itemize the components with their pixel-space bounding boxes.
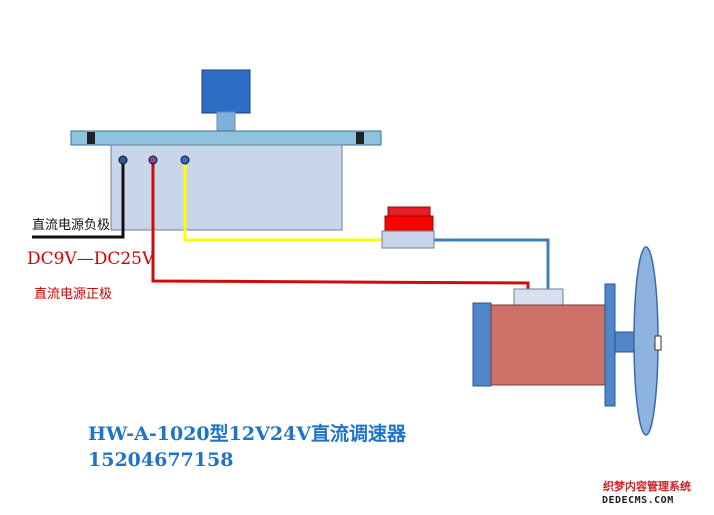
controller-body [110, 144, 343, 231]
rail-hole-left [87, 132, 95, 144]
knob-shaft [216, 111, 236, 133]
model-caption: HW-A-1020型12V24V直流调速器 [88, 423, 407, 445]
motor-shaft [614, 331, 636, 353]
blue-wire [433, 238, 550, 292]
switch-base [381, 230, 435, 249]
motor-body [490, 304, 606, 386]
rail-hole-right [356, 132, 364, 144]
negative-terminal-label: 直流电源负极 [32, 218, 111, 233]
voltage-range-label: DC9V—DC25V [27, 249, 155, 269]
phone-caption: 15204677158 [88, 449, 234, 471]
red-wire [151, 160, 530, 293]
terminal-black [118, 155, 128, 165]
motor-connector [513, 288, 564, 306]
motor-flange [604, 283, 616, 407]
shaft-tip [654, 335, 662, 351]
positive-terminal-label: 直流电源正极 [34, 287, 113, 302]
watermark-cn: 织梦内容管理系统 [603, 480, 691, 493]
yellow-wire [183, 160, 382, 242]
knob-cap [201, 69, 251, 114]
switch-button-body [384, 215, 434, 233]
watermark-en: DEDECMS.COM [602, 495, 674, 506]
fan-disc [633, 246, 659, 436]
motor-end-cap [472, 302, 492, 387]
terminal-yellow [180, 155, 190, 165]
terminal-red [148, 155, 158, 165]
mounting-rail [70, 130, 382, 146]
